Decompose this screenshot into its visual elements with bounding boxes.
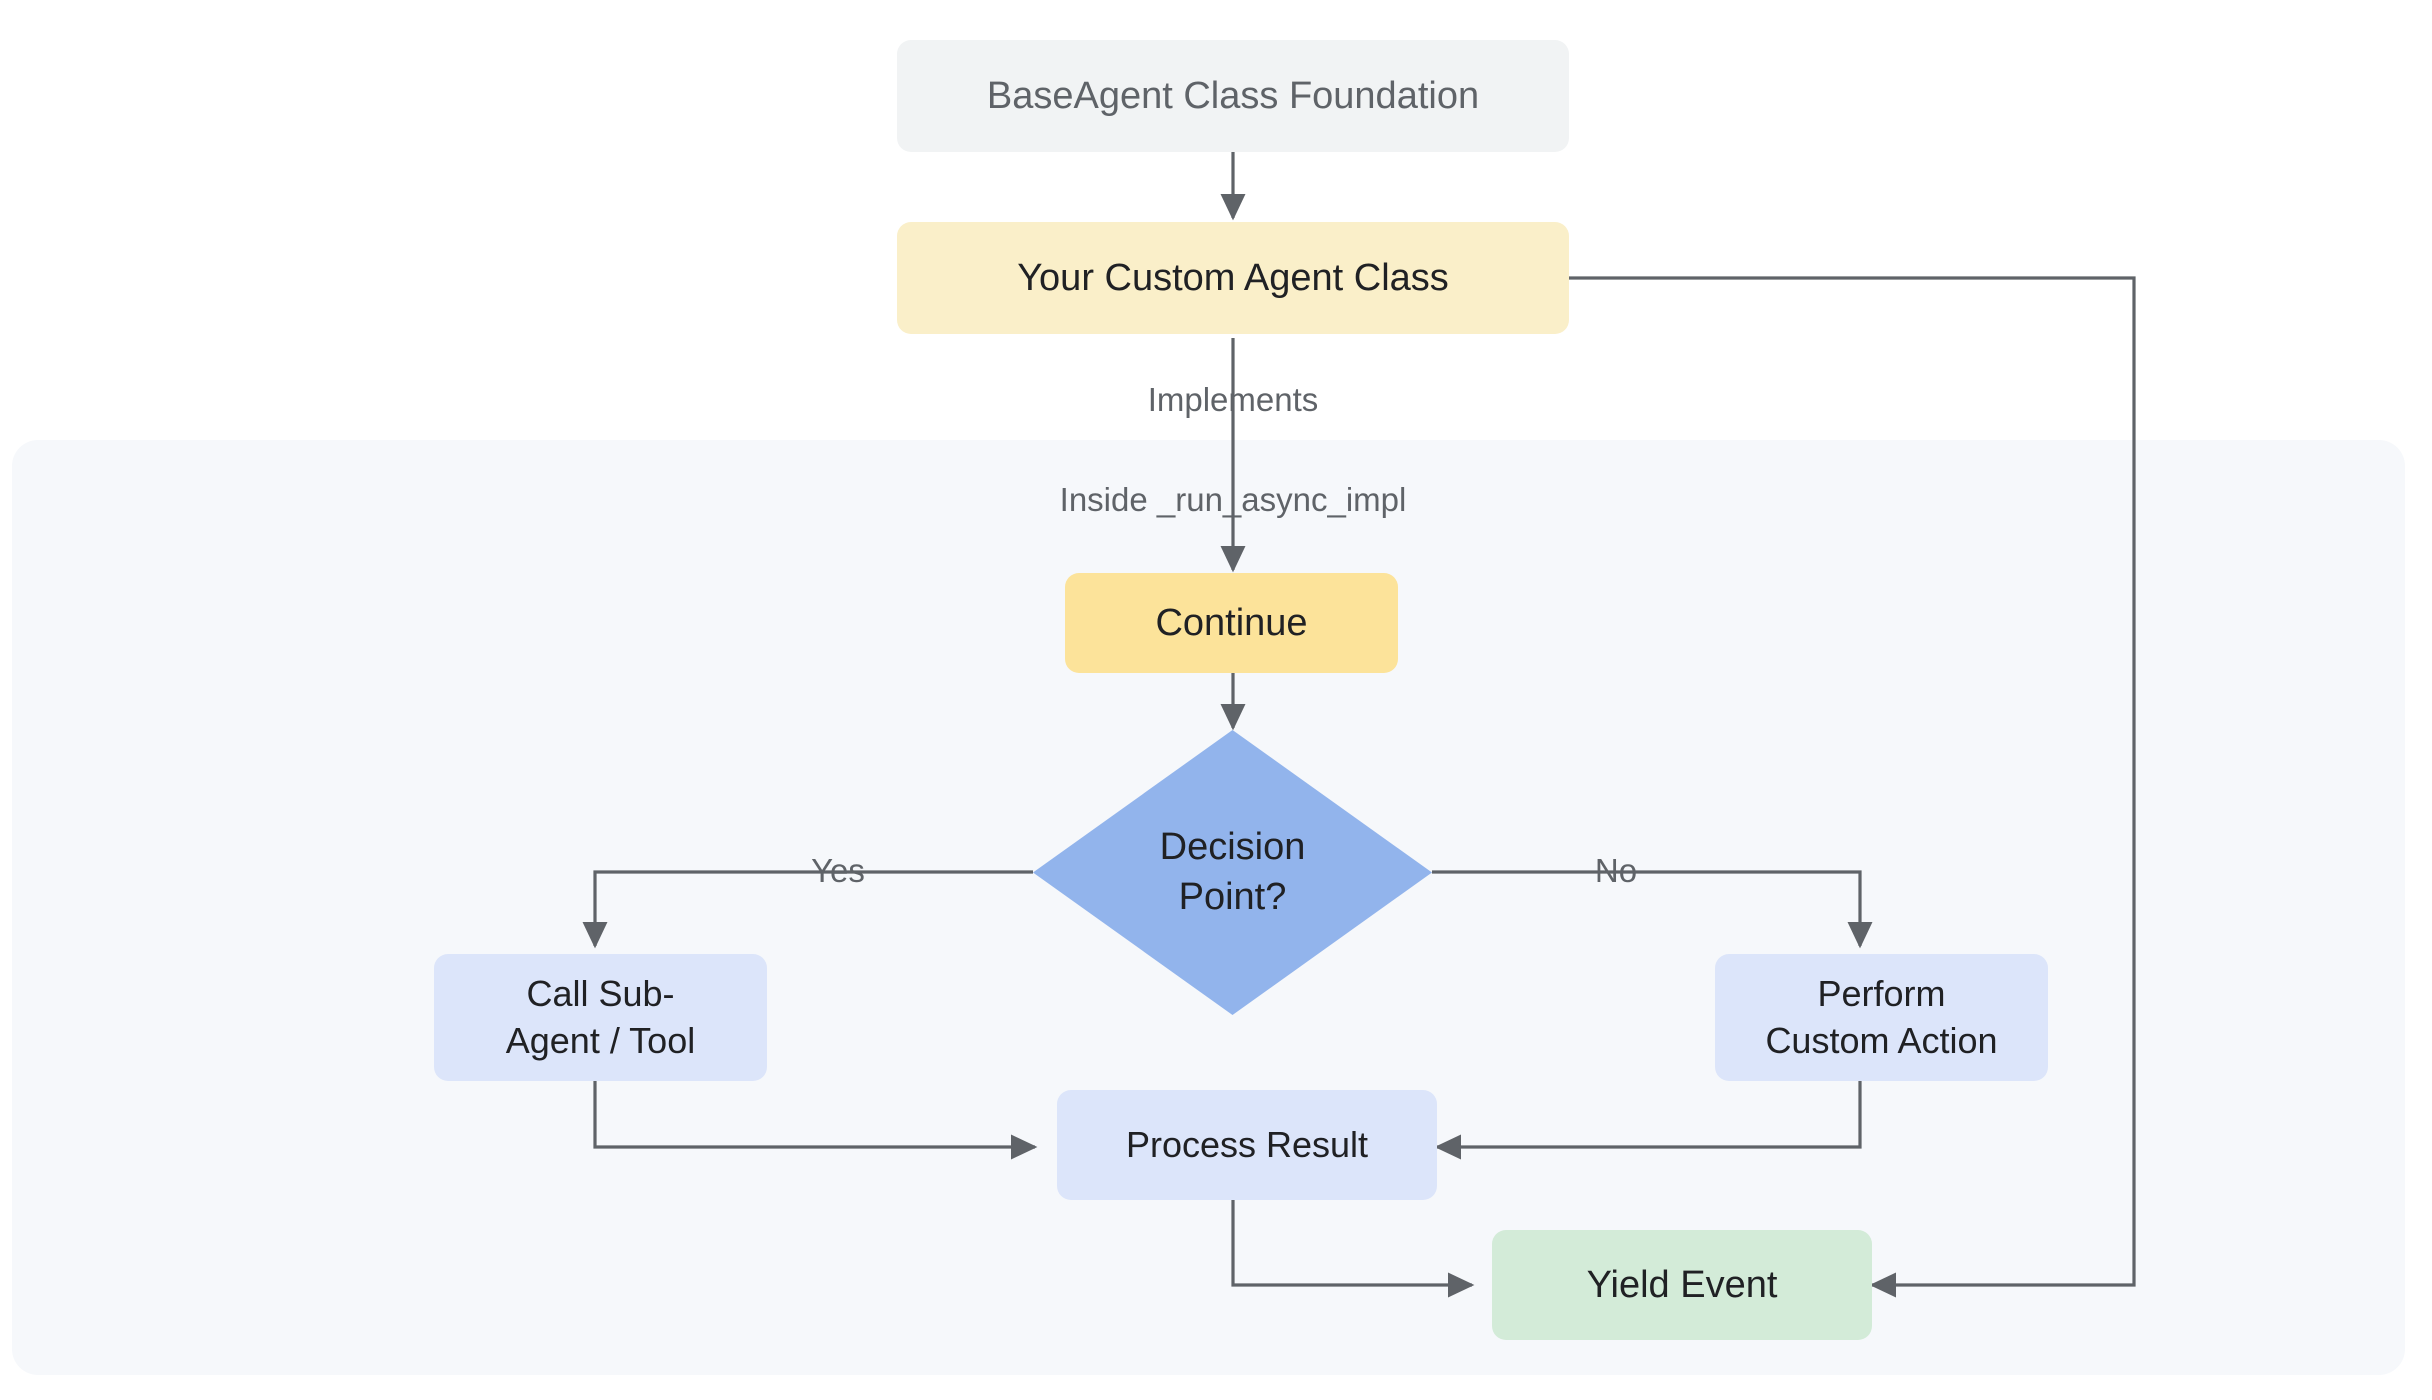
- node-decision-point[interactable]: Decision Point?: [1033, 730, 1432, 1015]
- edge-label-implements: Implements: [1147, 381, 1319, 418]
- node-perform-custom-action[interactable]: Perform Custom Action: [1715, 954, 2048, 1081]
- edge-label-yes: Yes: [811, 852, 865, 889]
- decision-diamond-shape: [1033, 730, 1432, 1015]
- node-decision-point-label: Decision Point?: [1159, 826, 1306, 918]
- node-base-agent-class-foundation[interactable]: BaseAgent Class Foundation: [897, 40, 1569, 152]
- node-process-result[interactable]: Process Result: [1057, 1090, 1437, 1200]
- node-yield-event[interactable]: Yield Event: [1492, 1230, 1872, 1340]
- node-continue[interactable]: Continue: [1065, 573, 1398, 673]
- edge-label-inside-run-async-impl: Inside _run_async_impl: [1059, 481, 1407, 518]
- node-your-custom-agent-class[interactable]: Your Custom Agent Class: [897, 222, 1569, 334]
- node-call-sub-agent-tool[interactable]: Call Sub- Agent / Tool: [434, 954, 767, 1081]
- edge-label-no: No: [1594, 852, 1638, 889]
